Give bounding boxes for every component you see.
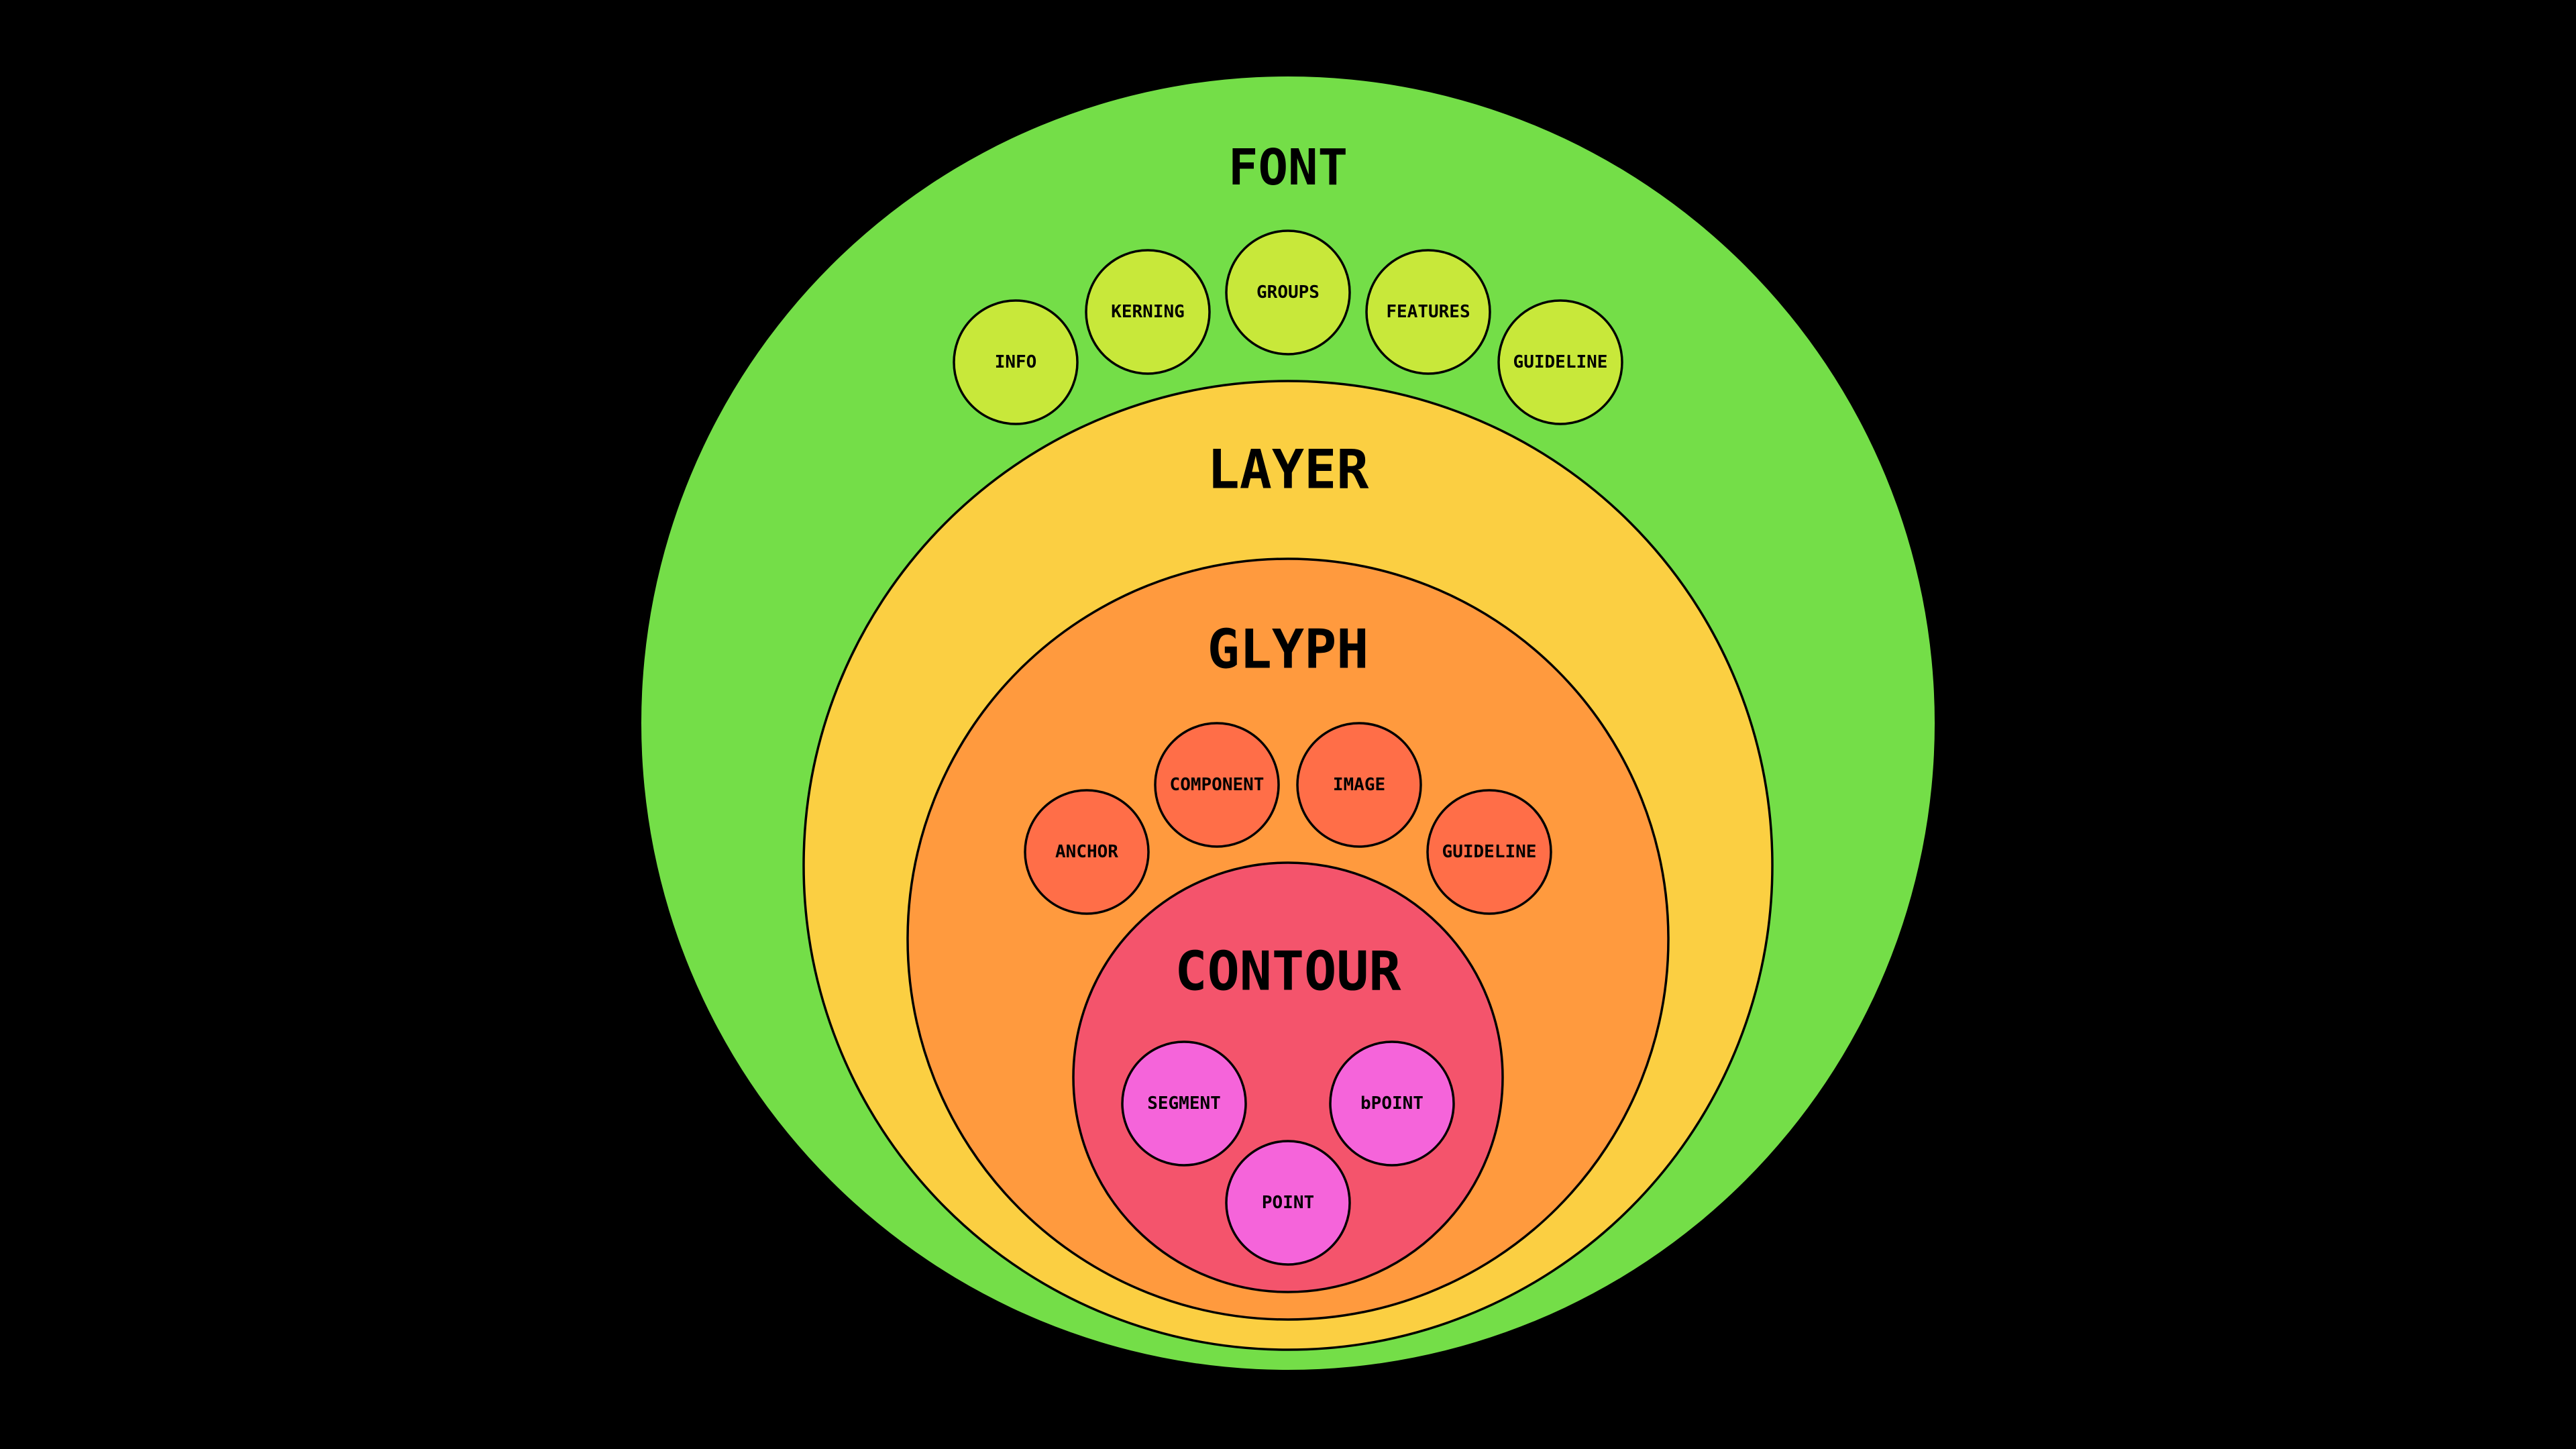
features-node-label: FEATURES — [1386, 302, 1470, 322]
segment-node-label: SEGMENT — [1147, 1093, 1221, 1114]
glyph-guideline-node-label: GUIDELINE — [1442, 842, 1537, 862]
glyph-node-guideline: GUIDELINE — [1426, 789, 1552, 915]
kerning-node-circle — [1085, 249, 1211, 375]
groups-node-circle — [1225, 229, 1351, 356]
contour-circle — [1072, 861, 1504, 1293]
component-node-label: COMPONENT — [1170, 775, 1265, 795]
layer-title: LAYER — [1208, 439, 1370, 501]
font-node-guideline: GUIDELINE — [1497, 299, 1623, 425]
glyph-title: GLYPH — [1208, 619, 1369, 681]
point-node-label: POINT — [1262, 1193, 1314, 1213]
component-node-circle — [1154, 722, 1280, 848]
point-node-circle — [1225, 1140, 1351, 1266]
bpoint-node-label: bPOINT — [1360, 1093, 1424, 1114]
kerning-node-label: KERNING — [1111, 302, 1185, 322]
image-node-label: IMAGE — [1333, 775, 1385, 795]
contour-node-segment: SEGMENT — [1121, 1040, 1247, 1167]
glyph-node-image: IMAGE — [1296, 722, 1422, 848]
info-node-label: INFO — [995, 352, 1037, 372]
segment-node-circle — [1121, 1040, 1247, 1167]
font-title: FONT — [1228, 139, 1348, 197]
glyph-node-anchor: ANCHOR — [1024, 789, 1150, 915]
anchor-node-circle — [1024, 789, 1150, 915]
contour-title: CONTOUR — [1175, 941, 1401, 1003]
bpoint-node-circle — [1329, 1040, 1455, 1167]
features-node-circle — [1365, 249, 1491, 375]
contour-node-point: POINT — [1225, 1140, 1351, 1266]
contour-node-bpoint: bPOINT — [1329, 1040, 1455, 1167]
font-guideline-node-circle — [1497, 299, 1623, 425]
groups-node-label: GROUPS — [1256, 282, 1320, 303]
glyph-guideline-node-circle — [1426, 789, 1552, 915]
font-node-features: FEATURES — [1365, 249, 1491, 375]
image-node-circle — [1296, 722, 1422, 848]
anchor-node-label: ANCHOR — [1055, 842, 1118, 862]
font-guideline-node-label: GUIDELINE — [1513, 352, 1608, 372]
font-node-info: INFO — [953, 299, 1079, 425]
font-node-kerning: KERNING — [1085, 249, 1211, 375]
glyph-node-component: COMPONENT — [1154, 722, 1280, 848]
font-node-groups: GROUPS — [1225, 229, 1351, 356]
info-node-circle — [953, 299, 1079, 425]
